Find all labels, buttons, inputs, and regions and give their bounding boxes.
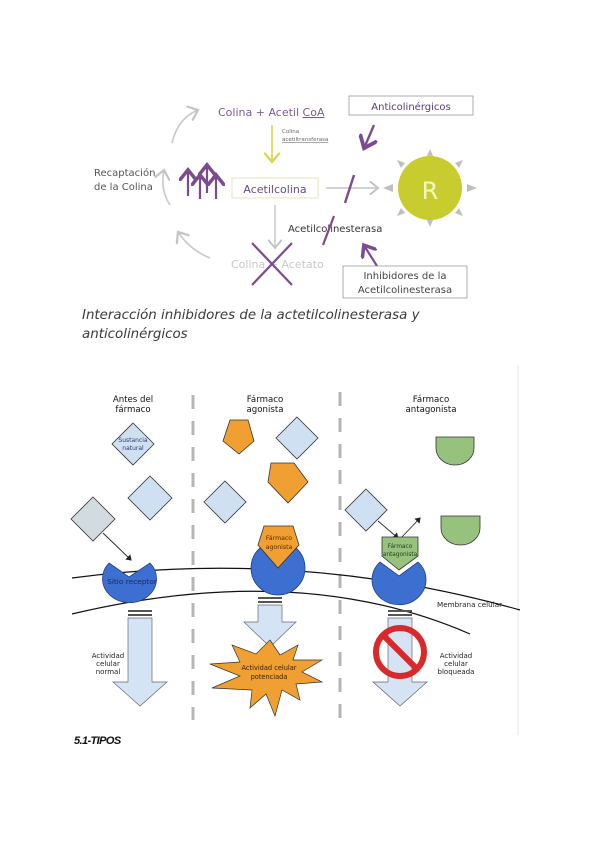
receptor-sun-icon: R xyxy=(383,149,477,227)
figure-caption: Interacción inhibidores de la actetilcol… xyxy=(82,306,482,344)
col3-title-1: Fármaco xyxy=(413,395,449,405)
potentiated-burst-icon: Actividad celular potenciada xyxy=(209,639,324,718)
sitio-receptor-label: Sitio receptor xyxy=(107,577,158,586)
agonist-pentagon xyxy=(267,462,309,504)
cross-out-icon xyxy=(251,242,293,286)
membrane-label: Membrana celular xyxy=(437,600,502,609)
svg-text:Sustancia: Sustancia xyxy=(118,437,148,444)
anticolinergicos-arrow xyxy=(365,124,374,146)
normal-label-3: normal xyxy=(96,668,121,676)
activity-arrow-potentiated xyxy=(243,597,297,648)
block-slash-enzyme xyxy=(321,215,336,246)
acetylcholine-interaction-diagram: Colina + Acetil CoA Anticolinérgicos Col… xyxy=(94,95,477,299)
drug-mechanism-diagram: Antes del fármaco Fármaco agonista Fárma… xyxy=(70,392,521,720)
col2-title-1: Fármaco xyxy=(247,395,283,405)
antagonist-shape xyxy=(435,436,475,466)
col1-title-2: fármaco xyxy=(115,405,150,415)
cycle-arrow-bottom-left xyxy=(178,232,211,259)
caption-line-2: anticolinérgicos xyxy=(82,327,188,342)
enzyme-label-2: acetiltransferasa xyxy=(282,137,328,143)
receptor-site-3 xyxy=(371,561,427,606)
agonist-pentagon xyxy=(222,419,255,455)
anticolinergicos-label: Anticolinérgicos xyxy=(371,101,450,113)
natural-diamond-deflected xyxy=(344,488,388,532)
natural-diamond-binding xyxy=(70,496,116,542)
col3-title-2: antagonista xyxy=(405,405,456,415)
inhibidores-label-2: Acetilcolinesterasa xyxy=(358,285,452,296)
colina-acetato-label: Colina + Acetato xyxy=(231,258,324,271)
recaptacion-label-2: de la Colina xyxy=(94,182,153,193)
acetilcolina-label: Acetilcolina xyxy=(243,183,306,196)
svg-text:natural: natural xyxy=(122,445,144,452)
caption-line-1: Interacción inhibidores de la actetilcol… xyxy=(82,308,420,323)
figure-border xyxy=(517,365,519,735)
col1-title-1: Antes del xyxy=(113,395,153,405)
enzyme-label-1: Colina xyxy=(282,129,299,135)
sustancia-natural-diamond: Sustancia natural xyxy=(111,422,155,466)
svg-text:antagonista: antagonista xyxy=(383,552,418,558)
acetilcolinesterasa-label: Acetilcolinesterasa xyxy=(288,224,382,235)
cycle-arrow-top-left xyxy=(171,110,198,144)
inhibidores-arrow xyxy=(365,247,378,267)
increase-arrows-icon xyxy=(188,167,216,199)
normal-label-1: Actividad xyxy=(92,652,124,660)
normal-label-2: celular xyxy=(96,660,120,668)
potenciada-label-1: Actividad celular xyxy=(242,664,297,672)
col2-title-2: agonista xyxy=(247,405,284,415)
prohibited-icon xyxy=(373,625,427,679)
natural-diamond xyxy=(275,416,319,460)
recaptacion-label-1: Recaptación xyxy=(94,167,155,179)
inhibidores-box xyxy=(342,265,468,299)
natural-diamond xyxy=(127,475,173,521)
bloqueada-label-3: bloqueada xyxy=(438,668,475,676)
binding-arrow-1 xyxy=(102,532,132,561)
colina-acetil-coa-label: Colina + Acetil CoA xyxy=(218,106,325,119)
block-slash-receptor xyxy=(343,174,356,204)
svg-text:Fármaco: Fármaco xyxy=(388,543,413,550)
receptor-label: R xyxy=(422,177,439,205)
receptor-site-1: Sitio receptor xyxy=(102,562,158,603)
svg-text:agonista: agonista xyxy=(266,544,293,551)
acetilcolina-box xyxy=(231,177,319,199)
cycle-arrow-left-up xyxy=(163,170,170,206)
activity-arrow-normal xyxy=(112,610,168,707)
inhibidores-label-1: Inhibidores de la xyxy=(363,271,446,282)
svg-text:Fármaco: Fármaco xyxy=(266,534,292,542)
deflect-arrow-out xyxy=(399,517,421,540)
antagonist-shape xyxy=(440,515,481,546)
activity-arrow-blocked xyxy=(372,610,428,707)
blocked-arrow-in xyxy=(377,520,399,539)
anticolinergicos-box xyxy=(348,95,474,116)
agonist-bound: Fármaco agonista xyxy=(257,525,300,569)
natural-diamond xyxy=(203,480,247,524)
antagonist-bound: Fármaco antagonista xyxy=(381,536,419,571)
section-heading: 5.1-TIPOS xyxy=(74,735,121,747)
potenciada-label-2: potenciada xyxy=(251,673,288,681)
bloqueada-label-2: celular xyxy=(444,660,468,668)
bloqueada-label-1: Actividad xyxy=(440,652,472,660)
